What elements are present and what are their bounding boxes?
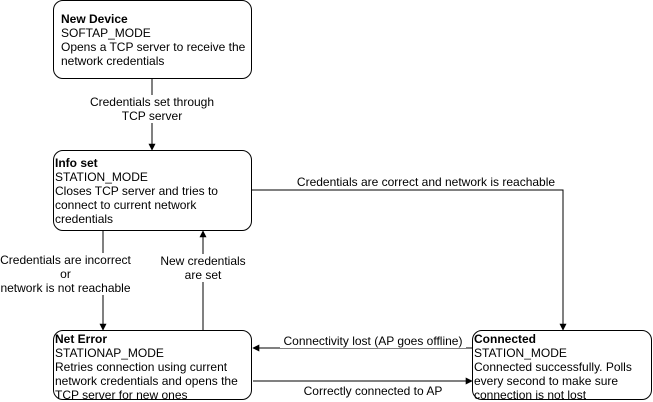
node-description-line: Retries connection using current [55,360,228,374]
node-description-line: Opens a TCP server to receive the [61,40,246,54]
node-title: Info set [55,156,98,170]
node-connected: Connected STATION_MODE Connected success… [472,330,652,402]
node-description-line: Connected successfully. Polls [474,360,632,374]
edge-label-connectivity-lost: Connectivity lost (AP goes offline) [280,334,466,348]
node-mode: SOFTAP_MODE [61,26,151,40]
node-net-error: Net Error STATIONAP_MODE Retries connect… [53,330,252,402]
node-new-device: New Device SOFTAP_MODE Opens a TCP serve… [53,0,252,79]
node-description-line: connection is not lost [474,388,587,402]
node-description-line: every second to make sure [474,374,619,388]
node-description-line: Closes TCP server and tries to [55,184,218,198]
node-mode: STATIONAP_MODE [55,346,164,360]
edge-label-line: or [60,267,71,281]
edge-label-correctly-connected: Correctly connected to AP [300,384,446,398]
node-title: Connected [474,332,537,346]
node-title: New Device [61,12,128,26]
edge-label-credentials-incorrect: Credentials are incorrect or network is … [0,253,131,295]
edge-label-line: network is not reachable [0,281,131,295]
edge-label-line: New credentials [160,254,246,268]
edge-label-new-credentials: New credentials are set [156,254,250,282]
node-description-line: network credentials and opens the [55,374,238,388]
edge-label-line: Correctly connected to AP [303,384,443,398]
edge-label-credentials-correct: Credentials are correct and network is r… [292,175,560,189]
edge-infoset-to-connected [252,189,567,331]
edge-label-line: Connectivity lost (AP goes offline) [283,334,463,348]
edge-label-credentials-set: Credentials set through TCP server [84,95,220,123]
edge-label-line: Credentials set through [89,95,215,109]
edge-label-line: are set [184,268,222,282]
node-description-line: credentials [55,212,114,226]
node-title: Net Error [55,332,108,346]
edge-label-line: Credentials are incorrect [0,253,131,267]
node-description-line: network credentials [61,54,165,68]
edge-label-line: Credentials are correct and network is r… [296,175,556,189]
node-description-line: TCP server for new ones [55,388,188,402]
node-info-set: Info set STATION_MODE Closes TCP server … [53,150,252,231]
edge-label-line: TCP server [121,109,183,123]
node-mode: STATION_MODE [55,170,148,184]
node-description-line: connect to current network [55,198,197,212]
node-mode: STATION_MODE [474,346,567,360]
